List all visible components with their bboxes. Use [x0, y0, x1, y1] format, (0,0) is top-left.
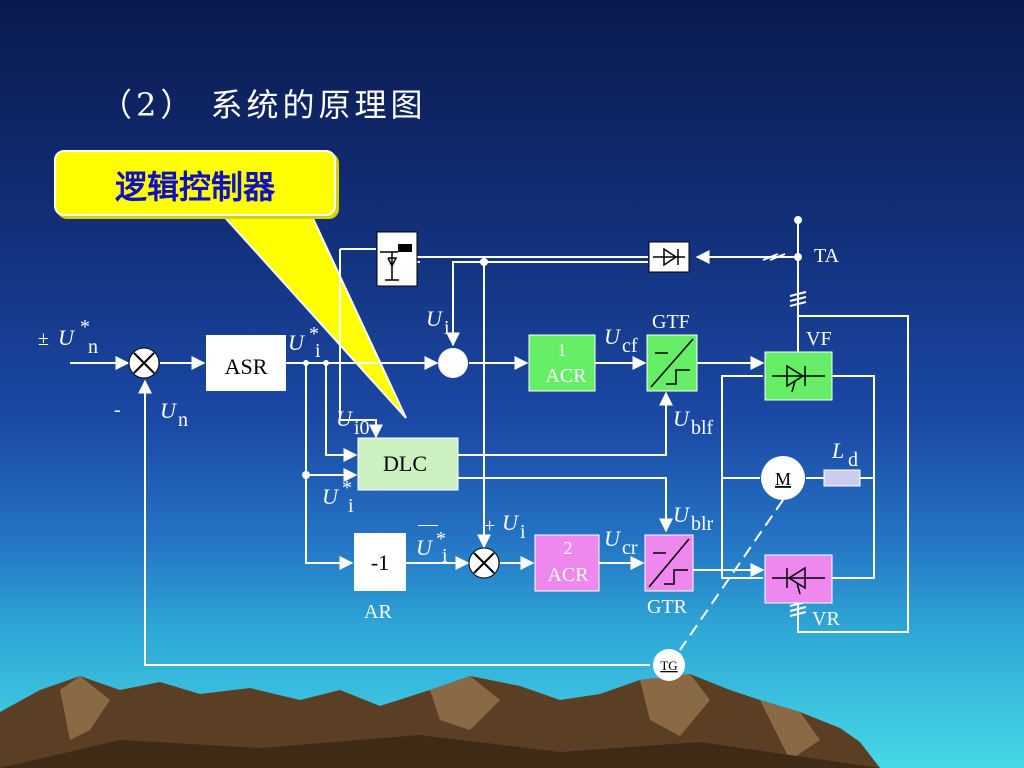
acr2-block: [534, 534, 600, 592]
ui0-sub: i0: [354, 417, 370, 439]
input-n-sub: n: [88, 336, 98, 358]
asr-out-star: *: [309, 323, 319, 345]
ucr-u-label: U: [604, 526, 622, 551]
page-title: （2） 系统的原理图: [100, 86, 427, 124]
gtf-waveform-icon: [650, 338, 694, 388]
ui-bottom-i-sub: i: [520, 521, 526, 543]
input-sign-label: ±: [38, 328, 49, 350]
ublr-sub: blr: [691, 513, 714, 535]
dlc-in-u-label: U: [322, 484, 340, 509]
ublr-u-label: U: [673, 502, 691, 527]
ublf-u-label: U: [673, 406, 691, 431]
ublf-sub: blf: [691, 417, 714, 439]
dlc-in-star: *: [342, 477, 352, 499]
ar-out-star: *: [436, 528, 446, 550]
summing-junction-speed: [128, 347, 160, 379]
summing-junction-current-reverse: [468, 547, 500, 579]
mountains-decoration: [0, 674, 880, 768]
feedback-minus-sign: -: [114, 399, 121, 421]
ar-out-u-label: U: [416, 535, 434, 560]
vr-thyristor-block: [764, 554, 833, 604]
zero-current-detector-block: [376, 231, 418, 287]
ui0-u-label: U: [336, 406, 354, 431]
asr-block: [206, 335, 286, 391]
ui-top-u-label: U: [426, 306, 444, 331]
asr-out-u-label: U: [288, 330, 306, 355]
un-u-label: U: [160, 398, 178, 423]
summing-junction-current-forward: [438, 348, 468, 378]
gtr-label: GTR: [647, 596, 688, 618]
ui-bottom-u-label: U: [502, 510, 520, 535]
ld-l-label: L: [831, 438, 844, 463]
gtf-label: GTF: [652, 311, 690, 333]
logic-controller-callout: 逻辑控制器: [54, 150, 336, 216]
rectifier-diode-icon: [653, 247, 685, 267]
ld-d-sub: d: [848, 449, 858, 471]
vr-thyristor-icon: [772, 566, 825, 595]
dlc-in-i-sub: i: [348, 495, 354, 517]
motor-label: M: [775, 469, 791, 489]
acr1-block: [528, 334, 596, 392]
acr2-number: 2: [564, 538, 573, 558]
ar-gain: -1: [371, 550, 389, 575]
vr-label: VR: [812, 608, 840, 630]
tg-label: TG: [660, 658, 677, 673]
ar-out-overbar: —: [417, 513, 439, 535]
input-u-label: U: [58, 325, 76, 350]
dlc-label: DLC: [383, 451, 427, 476]
acr2-label: ACR: [547, 564, 589, 586]
ucf-u-label: U: [604, 324, 622, 349]
vf-thyristor-icon: [772, 364, 825, 393]
ar-out-i-sub: i: [442, 545, 448, 567]
acr1-number: 1: [558, 340, 567, 360]
ar-label: AR: [364, 601, 392, 623]
zero-current-detector-icon: [380, 244, 412, 281]
ucf-sub: cf: [622, 335, 638, 357]
ar-block: [354, 533, 406, 591]
asr-label: ASR: [225, 354, 268, 379]
tachogenerator-symbol: [653, 649, 685, 681]
un-n-sub: n: [178, 409, 188, 431]
gtr-waveform-icon: [648, 538, 690, 588]
acr1-label: ACR: [545, 365, 587, 387]
input-star: *: [80, 316, 90, 338]
ui-top-i-sub: i: [444, 317, 450, 339]
summing-plus-sign: +: [484, 515, 495, 537]
dlc-block: [357, 437, 459, 491]
ucr-sub: cr: [622, 537, 638, 559]
asr-out-i-sub: i: [315, 340, 321, 362]
ld-inductor: [823, 469, 861, 487]
callout-text: 逻辑控制器: [114, 168, 275, 206]
vf-label: VF: [806, 328, 832, 350]
motor-symbol: [761, 456, 805, 500]
ta-label: TA: [814, 245, 840, 267]
